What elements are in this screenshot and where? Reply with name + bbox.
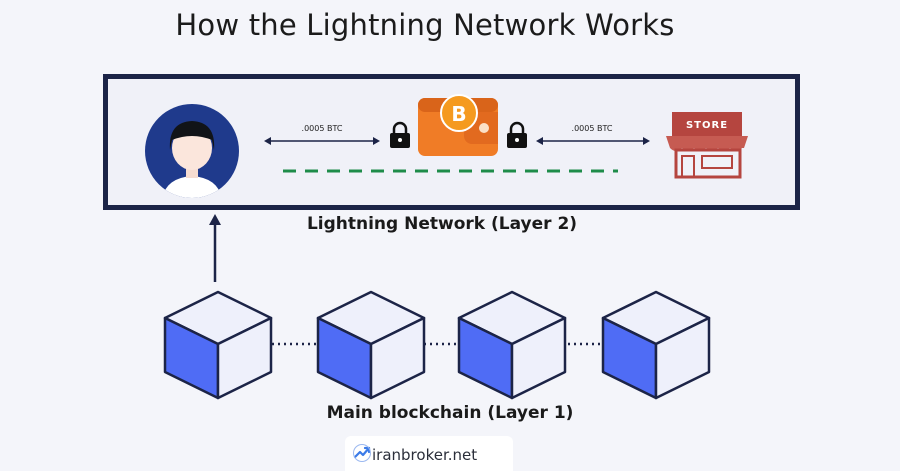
layer1-label: Main blockchain (Layer 1) (326, 403, 574, 423)
footer-site: iranbroker.net (372, 446, 478, 464)
amount-right: .0005 BTC (571, 124, 613, 133)
payment-arrow-left (264, 137, 380, 145)
blockchain-blocks (163, 290, 711, 400)
coin-symbol: B (451, 102, 466, 126)
footer-badge (345, 436, 513, 471)
amount-left: .0005 BTC (301, 124, 343, 133)
store-sign: STORE (686, 120, 728, 131)
bitcoin-wallet-icon: B (418, 94, 498, 156)
block-cube-icon (163, 290, 273, 400)
store-icon: STORE (666, 112, 748, 179)
arrow-up-icon (209, 214, 221, 282)
lock-icon (507, 121, 527, 148)
lock-icon (390, 121, 410, 148)
block-cube-icon (316, 290, 426, 400)
block-cube-icon (457, 290, 567, 400)
diagram-title: How the Lightning Network Works (175, 8, 675, 42)
payment-arrow-right (536, 137, 650, 145)
trend-logo-icon (353, 444, 371, 462)
layer2-label: Lightning Network (Layer 2) (306, 214, 578, 234)
block-cube-icon (601, 290, 711, 400)
user-avatar-icon (145, 104, 239, 198)
